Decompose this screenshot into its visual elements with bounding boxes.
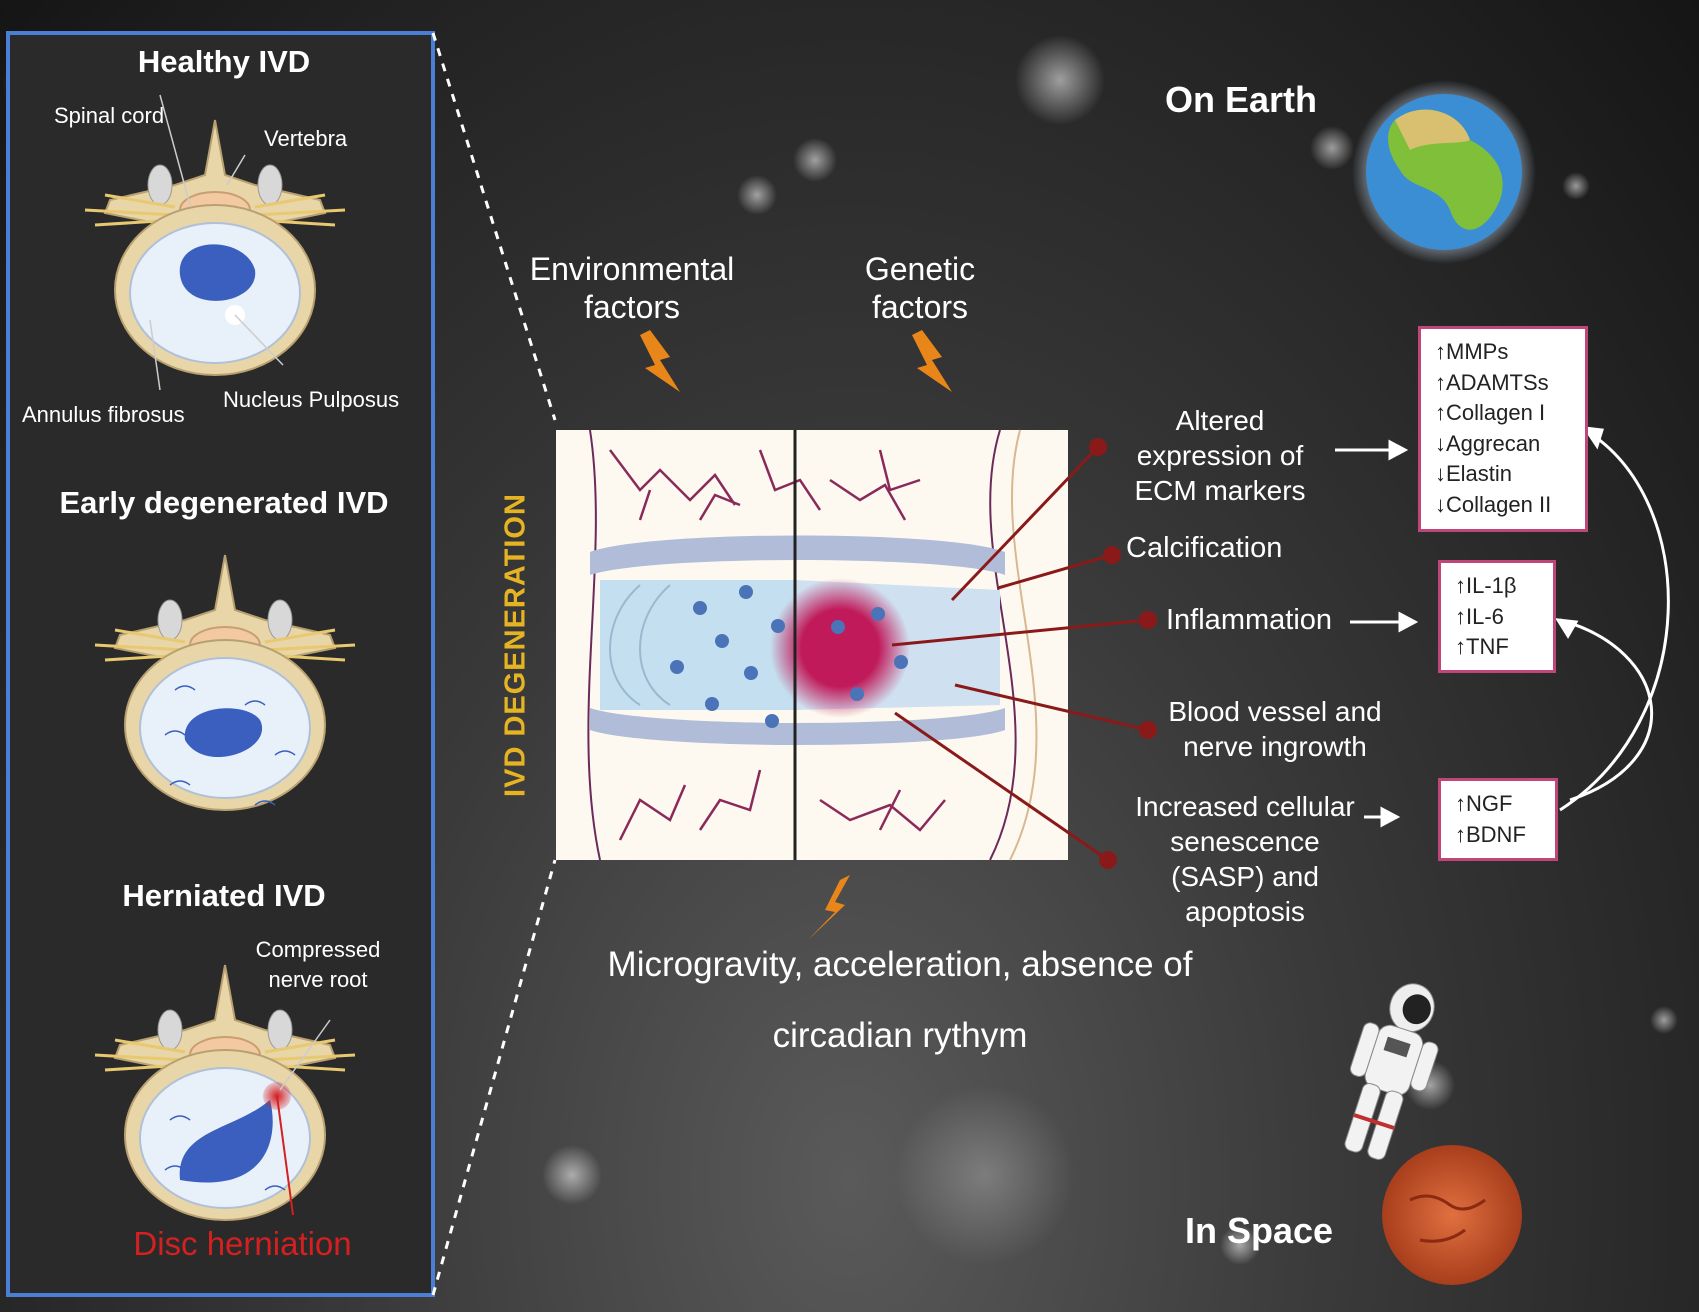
neurotrophin-marker-box: ↑NGF↑BDNF xyxy=(1438,778,1558,861)
inflammation-label: Inflammation xyxy=(1166,604,1333,636)
on-earth-label: On Earth xyxy=(1165,79,1318,120)
in-space-label: In Space xyxy=(1185,1210,1334,1251)
label-disc-herniation: Disc herniation xyxy=(133,1225,352,1262)
healthy-ivd-title: Healthy IVD xyxy=(137,44,311,79)
ecm-marker-box: ↑MMPs↑ADAMTSs ↑Collagen I↓Aggrecan ↓Elas… xyxy=(1418,326,1588,532)
ivd-illustration xyxy=(556,429,1068,861)
label-spinal-cord: Spinal cord xyxy=(54,103,165,128)
early-degenerated-vertebra-icon xyxy=(93,553,357,812)
lightning-icons xyxy=(640,330,952,940)
herniated-vertebra-icon xyxy=(93,963,357,1222)
astronaut-icon xyxy=(1344,983,1439,1160)
label-vertebra: Vertebra xyxy=(264,126,348,151)
label-nucleus-pulposus: Nucleus Pulposus xyxy=(223,387,400,412)
label-compressed-nerve-root: Compressed nerve root xyxy=(255,937,381,992)
cytokine-marker-box: ↑IL-1β↑IL-6 ↑TNF xyxy=(1438,560,1556,673)
herniated-ivd-title: Herniated IVD xyxy=(122,878,326,913)
calcification-label: Calcification xyxy=(1126,532,1283,564)
early-degenerated-title: Early degenerated IVD xyxy=(59,485,389,520)
ivd-degeneration-label: IVD DEGENERATION xyxy=(499,493,532,797)
arrows xyxy=(1335,426,1670,828)
mars-icon xyxy=(1382,1145,1522,1285)
healthy-vertebra-icon xyxy=(83,94,347,391)
connector-lines xyxy=(891,445,1149,862)
space-factors-line-1: Microgravity, acceleration, absence of xyxy=(607,945,1193,984)
label-annulus-fibrosus: Annulus fibrosus xyxy=(22,402,185,427)
space-factors-line-2: circadian rythym xyxy=(772,1016,1028,1055)
earth-icon xyxy=(1352,80,1536,264)
